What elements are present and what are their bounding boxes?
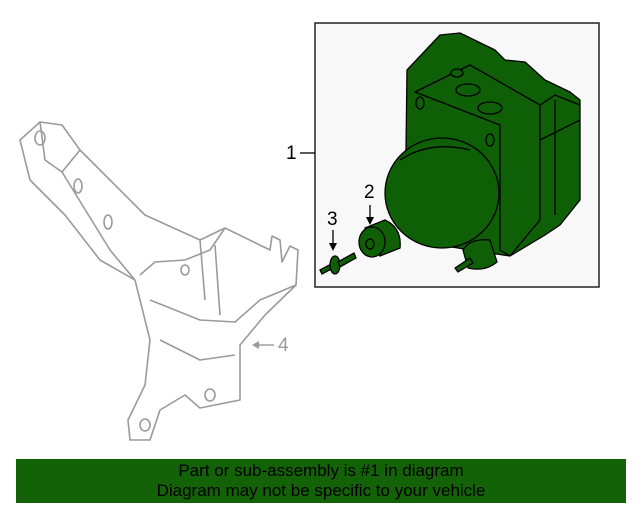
callout-2: 2	[364, 182, 375, 203]
mounting-bracket	[19, 121, 299, 441]
banner-line-2: Diagram may not be specific to your vehi…	[156, 481, 486, 500]
abs-modulator-unit	[384, 32, 581, 273]
callout-3: 3	[327, 209, 338, 230]
damper-part-2	[358, 219, 401, 258]
callout-4: 4	[278, 335, 289, 356]
disclaimer-banner: Part or sub-assembly is #1 in diagram Di…	[16, 459, 626, 503]
banner-line-1: Part or sub-assembly is #1 in diagram	[178, 461, 464, 480]
callout-arrows	[329, 205, 374, 251]
callout-4-leader	[252, 341, 274, 349]
bolt-part-3	[319, 252, 357, 275]
callout-1: 1	[286, 143, 297, 164]
